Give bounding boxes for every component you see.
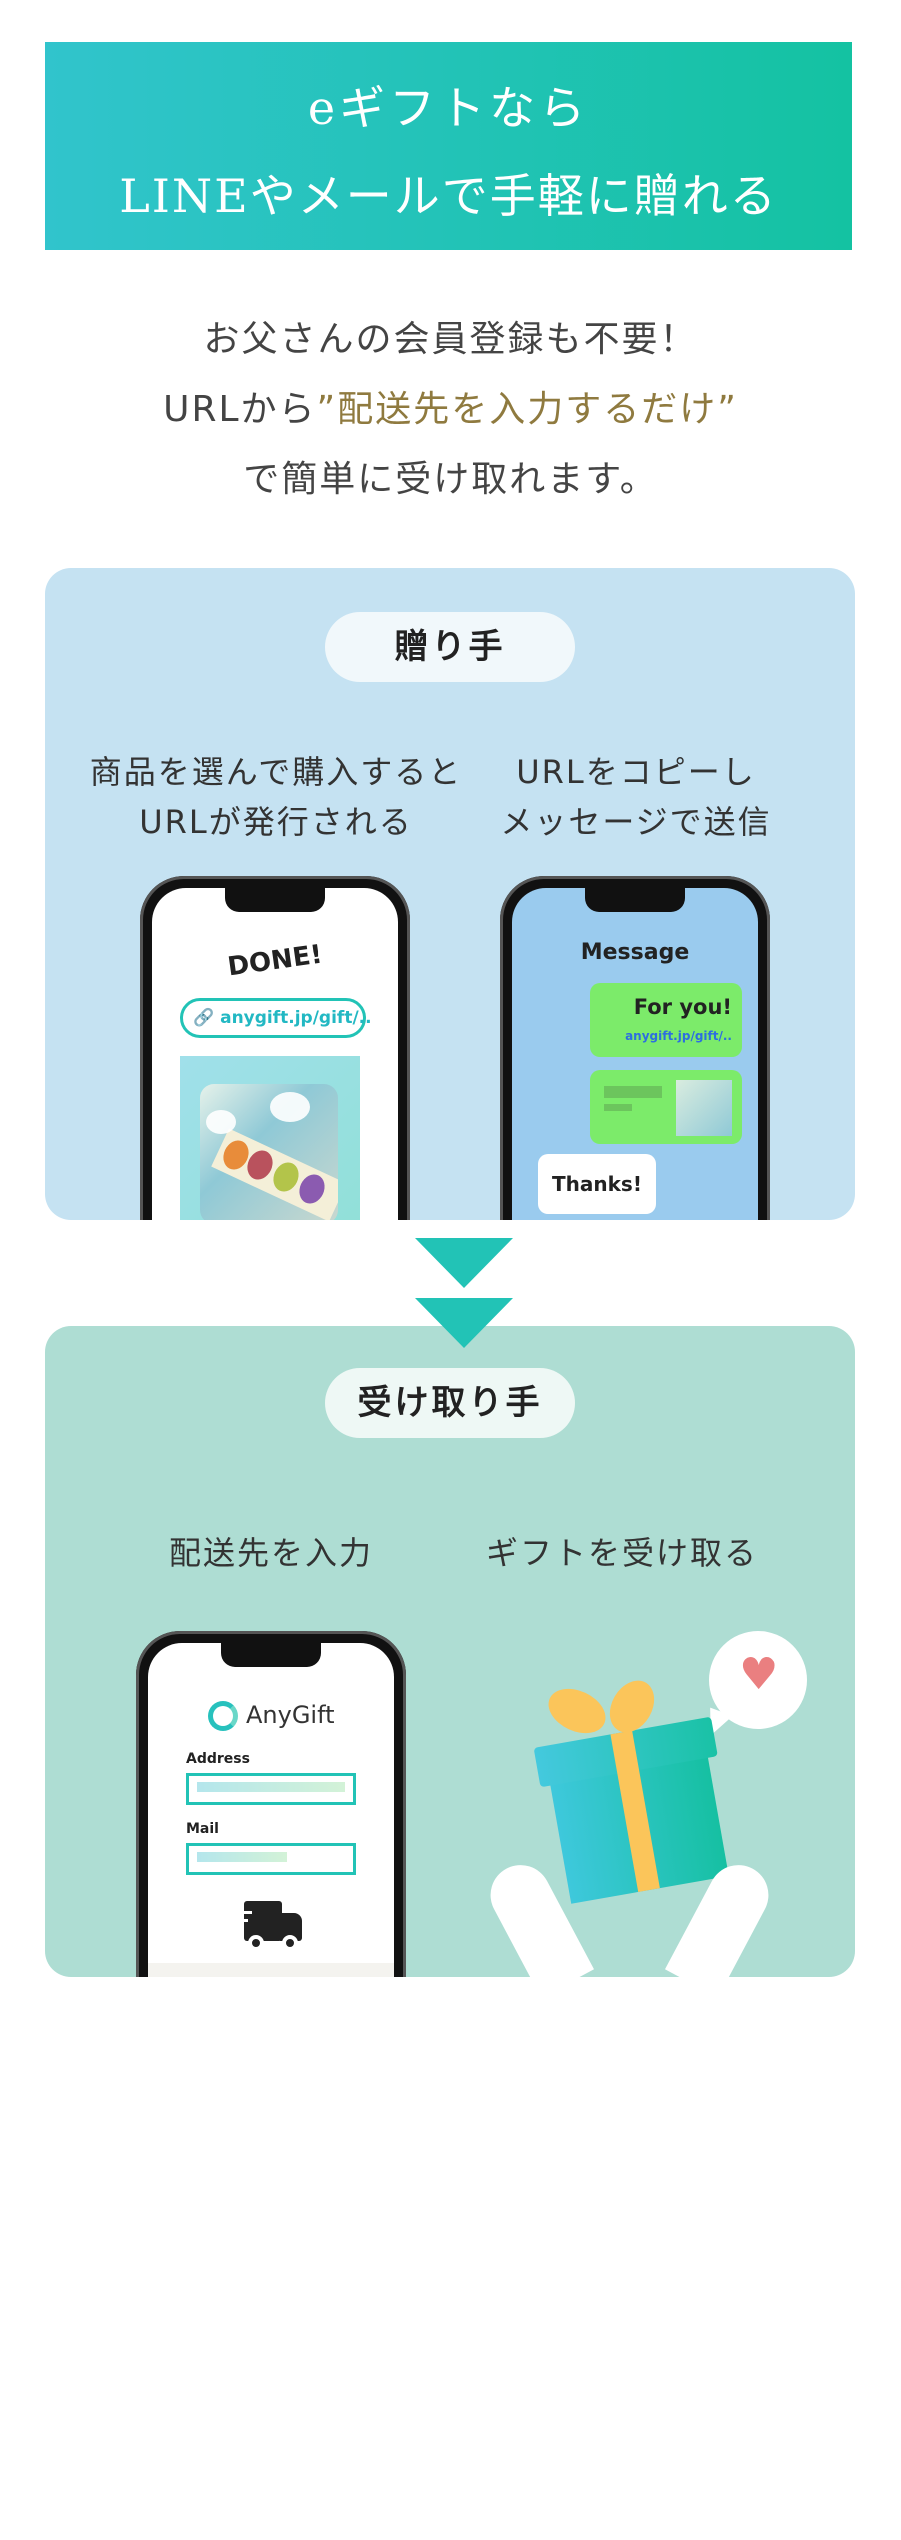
sender-step-2-line-1: URLをコピーし <box>516 753 756 791</box>
receiver-step-2: ギフトを受け取る <box>485 1534 759 1572</box>
address-label: Address <box>186 1751 250 1767</box>
gift-thumbnail <box>676 1080 732 1136</box>
intro-line-1: お父さんの会員登録も不要！ <box>203 319 698 360</box>
gift-card <box>180 1056 360 1220</box>
placeholder-bar <box>604 1104 632 1111</box>
phone-notch <box>221 1643 321 1667</box>
sender-section: 贈り手 商品を選んで購入すると URLが発行される URLをコピーし メッセージ… <box>45 568 855 1220</box>
message-title: Message <box>580 940 690 965</box>
sender-step-1: 商品を選んで購入すると URLが発行される <box>90 747 462 847</box>
heart-icon: ♥ <box>739 1649 779 1700</box>
ribbon-bow <box>541 1680 613 1742</box>
intro-line-3: で簡単に受け取れます。 <box>243 459 658 500</box>
sender-step-2: URLをコピーし メッセージで送信 <box>500 747 771 847</box>
phone-notch <box>225 888 325 912</box>
message-for-you-text: For you! <box>633 995 732 1019</box>
link-icon: 🔗 <box>193 1008 215 1028</box>
hero-line-2: LINEやメールで手軽に贈れる <box>119 169 778 223</box>
sender-title: 贈り手 <box>325 612 575 682</box>
intro-text: お父さんの会員登録も不要！ URLから”配送先を入力するだけ” で簡単に受け取れ… <box>0 305 901 515</box>
hero-banner: eギフトなら LINEやメールで手軽に贈れる <box>45 42 852 250</box>
hero-line-1: eギフトなら <box>307 81 590 135</box>
anygift-logo-icon <box>208 1701 238 1731</box>
brand-name: AnyGift <box>246 1701 335 1729</box>
arrow-down-icon <box>415 1238 513 1288</box>
receiver-title: 受け取り手 <box>325 1368 575 1438</box>
phone-address-form: AnyGift Address Mail <box>136 1631 406 1977</box>
receiver-step-1: 配送先を入力 <box>168 1534 374 1572</box>
receiver-section: 受け取り手 配送先を入力 ギフトを受け取る AnyGift Address Ma… <box>45 1326 855 1977</box>
macaron-image <box>200 1084 338 1220</box>
message-bubble-gift-card <box>590 1070 742 1144</box>
speech-bubble <box>709 1631 807 1729</box>
placeholder-bar <box>604 1086 662 1098</box>
mail-input[interactable] <box>186 1843 356 1875</box>
sender-step-1-line-2: URLが発行される <box>139 803 413 841</box>
gift-url-link[interactable]: 🔗 anygift.jp/gift/.. <box>180 998 372 1038</box>
phone-notch <box>585 888 685 912</box>
intro-highlight: ”配送先を入力するだけ” <box>316 389 738 430</box>
mail-label: Mail <box>186 1821 219 1837</box>
phone-purchase-done: DONE! 🔗 anygift.jp/gift/.. <box>140 876 410 1220</box>
message-link[interactable]: anygift.jp/gift/.. <box>625 1029 732 1043</box>
address-input[interactable] <box>186 1773 356 1805</box>
gift-box <box>533 1716 729 1904</box>
footer-strip <box>148 1963 394 1977</box>
gift-receive-illustration: ♥ <box>479 1631 807 1977</box>
arrow-down-icon <box>415 1298 513 1348</box>
done-heading: DONE! <box>225 939 325 983</box>
phone-message: Message For you! anygift.jp/gift/.. Than… <box>500 876 770 1220</box>
message-bubble-thanks: Thanks! <box>538 1154 656 1214</box>
gift-url-text: anygift.jp/gift/.. <box>220 1008 372 1028</box>
message-bubble-for-you: For you! anygift.jp/gift/.. <box>590 983 742 1057</box>
intro-line-2: URLから”配送先を入力するだけ” <box>0 375 901 445</box>
intro-line-2-pre: URLから <box>163 389 317 430</box>
sender-step-1-line-1: 商品を選んで購入すると <box>89 753 463 791</box>
truck-icon <box>234 1901 306 1955</box>
sender-step-2-line-2: メッセージで送信 <box>500 803 772 841</box>
